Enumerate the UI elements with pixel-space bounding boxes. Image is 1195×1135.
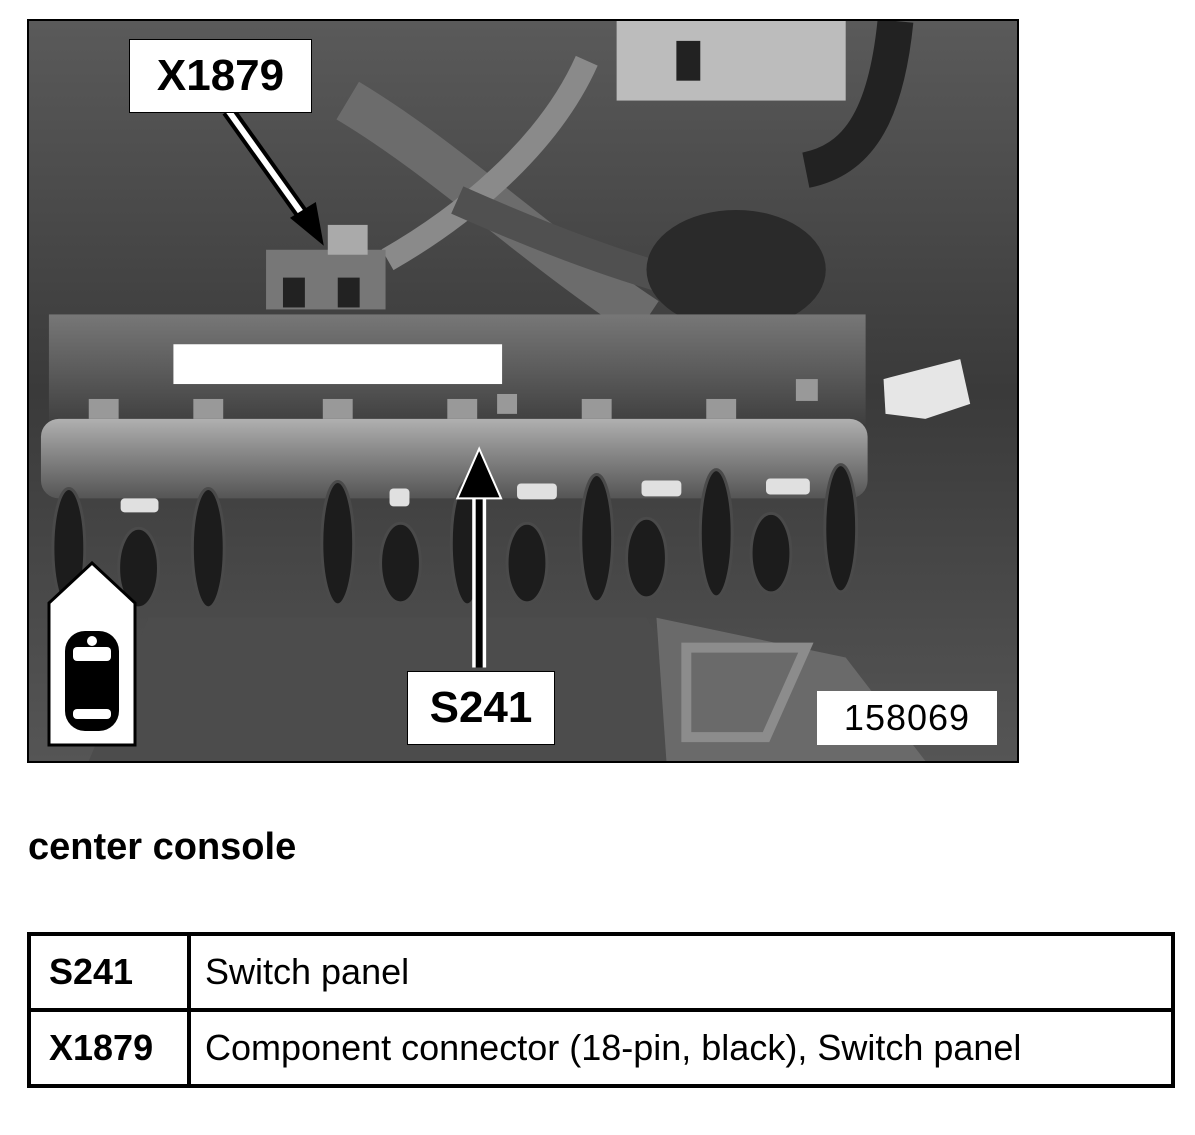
car-top-view-icon xyxy=(47,560,137,747)
location-caption: center console xyxy=(28,826,297,868)
legend-code: X1879 xyxy=(27,1008,191,1088)
legend-code: S241 xyxy=(27,932,191,1012)
legend-description: Switch panel xyxy=(187,932,1175,1012)
component-photo: X1879 S241 158069 xyxy=(27,19,1019,763)
legend-table: S241 Switch panel X1879 Component connec… xyxy=(27,932,1175,1088)
legend-row: S241 Switch panel xyxy=(27,932,1175,1012)
figure-number: 158069 xyxy=(817,691,997,745)
legend-description: Component connector (18-pin, black), Swi… xyxy=(187,1008,1175,1088)
callout-s241: S241 xyxy=(407,671,555,745)
legend-row: X1879 Component connector (18-pin, black… xyxy=(27,1008,1175,1088)
callout-x1879: X1879 xyxy=(129,39,312,113)
photo-illustration xyxy=(29,21,1017,761)
